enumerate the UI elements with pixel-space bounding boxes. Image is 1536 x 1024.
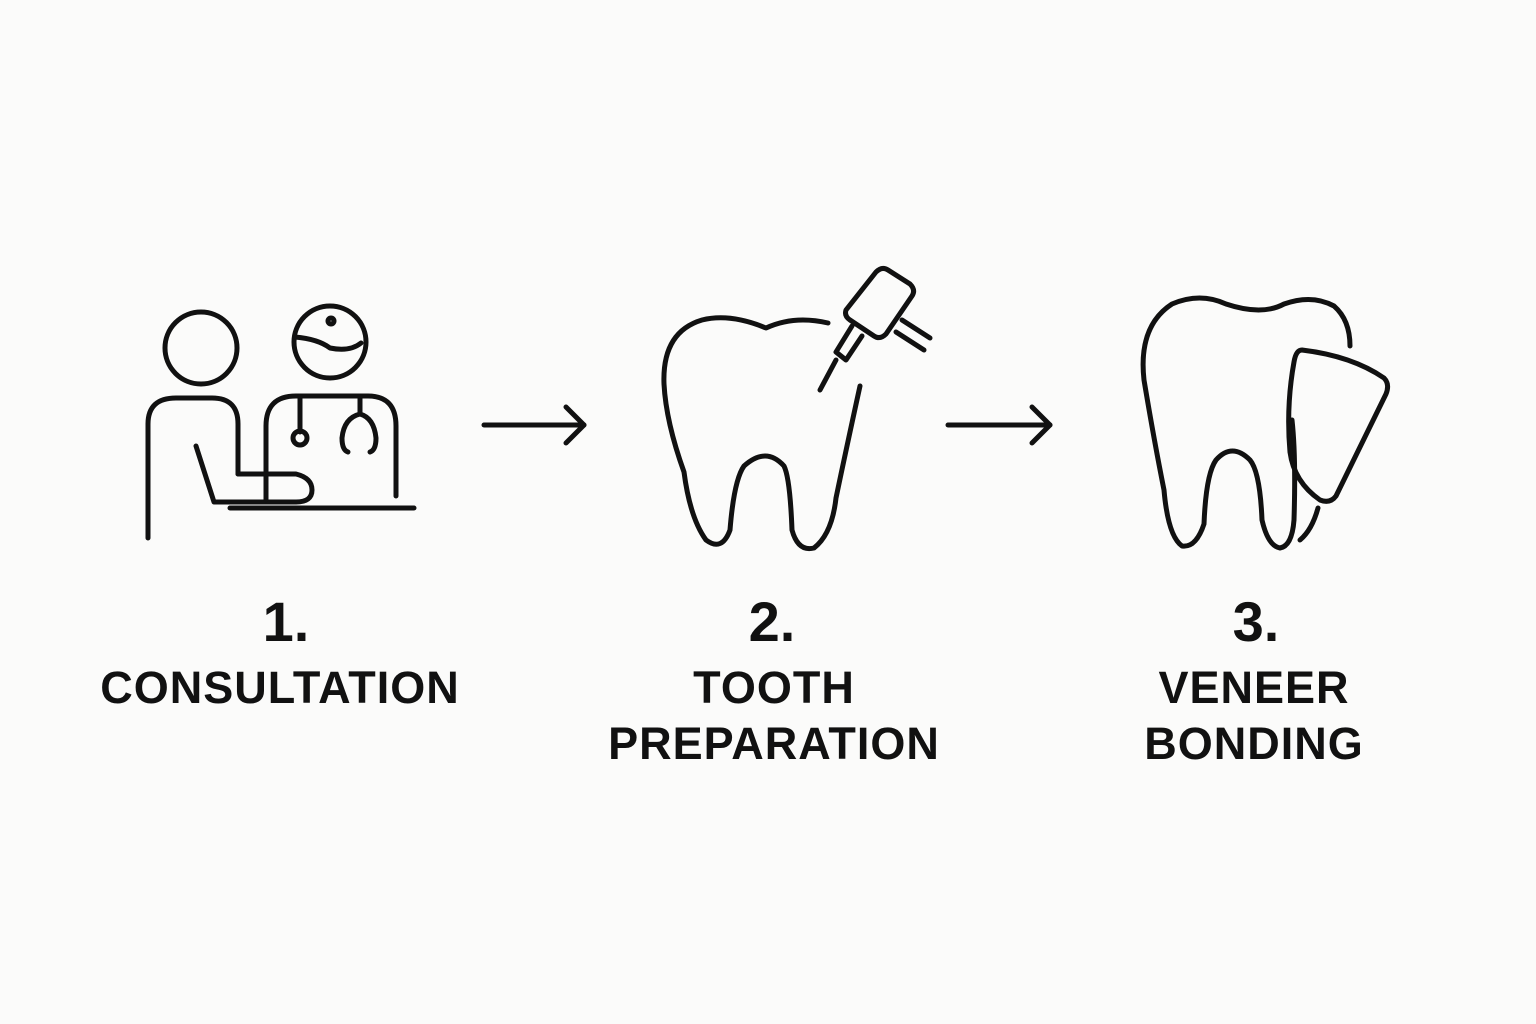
step-2-label-line-2: PREPARATION xyxy=(608,718,940,769)
step-2-label-line-1: TOOTH xyxy=(693,662,855,713)
dental-drill xyxy=(817,265,933,393)
step-1-number: 1. xyxy=(262,590,310,653)
tooth-with-veneer-icon xyxy=(1140,295,1391,551)
tooth-with-drill-icon xyxy=(661,265,933,552)
step-1-label: CONSULTATION xyxy=(70,660,490,716)
arrow-right-icon xyxy=(481,404,587,446)
tooth-root-edge xyxy=(1297,505,1321,543)
veneer-shell xyxy=(1286,347,1391,504)
step-2-label: TOOTH PREPARATION xyxy=(564,660,984,772)
step-3-label-line-1: VENEER xyxy=(1158,662,1350,713)
tooth-outline xyxy=(661,315,863,552)
arrow-right-icon xyxy=(945,404,1053,446)
tooth-outline xyxy=(1140,295,1353,551)
doctor-figure xyxy=(263,303,399,503)
step-1-label-line: CONSULTATION xyxy=(100,662,460,713)
patient-doctor-consultation-icon xyxy=(145,303,417,541)
patient-figure xyxy=(145,309,315,541)
step-3-number: 3. xyxy=(1232,590,1280,653)
step-3-label: VENEER BONDING xyxy=(1044,660,1464,772)
step-3-label-line-2: BONDING xyxy=(1144,718,1364,769)
step-2-number: 2. xyxy=(748,590,796,653)
